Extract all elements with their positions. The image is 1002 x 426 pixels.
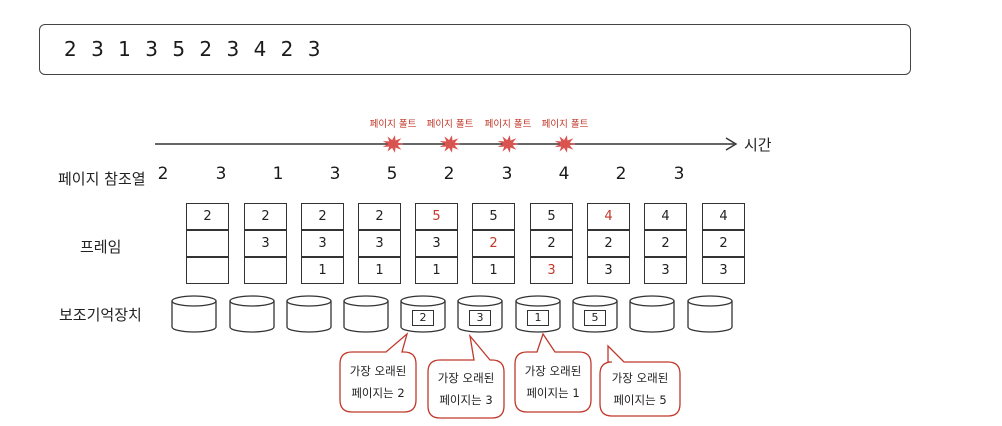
callout-bubble — [339, 332, 417, 413]
frame-cell: 3 — [301, 230, 344, 257]
frame-cell: 2 — [301, 203, 344, 230]
stored-page-value: 1 — [527, 310, 549, 326]
callout-line-2: 페이지는 5 — [613, 393, 667, 407]
frame-cell: 3 — [587, 257, 630, 284]
frame-cell: 5 — [530, 203, 573, 230]
reference-value: 3 — [329, 164, 341, 184]
page-fault-label: 페이지 폴트 — [426, 119, 474, 130]
frame-cell: 3 — [358, 230, 401, 257]
page-fault-burst — [382, 135, 404, 153]
frame-cell: 2 — [186, 203, 229, 230]
callout-bubble — [427, 333, 505, 419]
frame-cell: 4 — [644, 203, 687, 230]
row-label-reference: 페이지 참조열 — [58, 170, 146, 188]
callout-line-2: 페이지는 2 — [351, 386, 405, 400]
frame-cell: 2 — [530, 230, 573, 257]
frame-cell: 2 — [702, 230, 745, 257]
timeline-arrow — [155, 137, 738, 151]
page-fault-label: 페이지 폴트 — [484, 119, 532, 130]
frame-cell: 3 — [702, 257, 745, 284]
reference-string-box: 2 3 1 3 5 2 3 4 2 3 — [39, 24, 911, 75]
frame-cell: 3 — [530, 257, 573, 284]
frame-cell: 1 — [301, 257, 344, 284]
frame-cell: 4 — [702, 203, 745, 230]
callout-line-2: 페이지는 3 — [439, 393, 493, 407]
frame-cell: 5 — [472, 203, 515, 230]
callout-line-1: 가장 오래된 — [349, 364, 407, 378]
frame-cell: 2 — [472, 230, 515, 257]
row-label-storage: 보조기억장치 — [59, 306, 142, 324]
callout-bubble — [599, 344, 681, 417]
frame-cell: 5 — [415, 203, 458, 230]
page-fault-burst — [497, 135, 519, 153]
frame-cell: 3 — [415, 230, 458, 257]
storage-disk — [229, 295, 275, 333]
callout-line-2: 페이지는 1 — [526, 386, 580, 400]
frame-cell: 2 — [587, 230, 630, 257]
frame-cell: 2 — [358, 203, 401, 230]
reference-value: 4 — [558, 164, 570, 184]
frame-cell — [186, 257, 229, 284]
frame-cell: 1 — [415, 257, 458, 284]
stored-page-value: 2 — [412, 310, 434, 326]
page-fault-burst — [439, 135, 461, 153]
reference-value: 3 — [215, 164, 227, 184]
page-fault-burst — [554, 135, 576, 153]
storage-disk — [687, 295, 733, 333]
frame-cell: 1 — [358, 257, 401, 284]
reference-string-text: 2 3 1 3 5 2 3 4 2 3 — [64, 37, 325, 61]
page-fault-label: 페이지 폴트 — [541, 119, 589, 130]
storage-disk — [629, 295, 675, 333]
reference-value: 2 — [157, 164, 169, 184]
callout-bubble — [514, 332, 592, 413]
reference-value: 2 — [443, 164, 455, 184]
reference-value: 3 — [501, 164, 513, 184]
frame-cell: 3 — [244, 230, 287, 257]
row-label-frame: 프레임 — [80, 238, 122, 256]
page-fault-label: 페이지 폴트 — [369, 119, 417, 130]
stored-page-value: 3 — [469, 310, 491, 326]
frame-cell: 2 — [644, 230, 687, 257]
frame-cell — [186, 230, 229, 257]
callout-line-1: 가장 오래된 — [611, 371, 669, 385]
frame-cell: 3 — [644, 257, 687, 284]
frame-cell: 4 — [587, 203, 630, 230]
frame-column: 2 — [186, 203, 229, 284]
storage-disk — [286, 295, 332, 333]
reference-value: 2 — [615, 164, 627, 184]
time-axis-label: 시간 — [744, 136, 772, 154]
frame-cell: 1 — [472, 257, 515, 284]
reference-value: 3 — [673, 164, 685, 184]
frame-cell: 2 — [244, 203, 287, 230]
storage-disk — [343, 295, 389, 333]
frame-cell — [244, 257, 287, 284]
reference-value: 5 — [386, 164, 398, 184]
callout-line-1: 가장 오래된 — [437, 371, 495, 385]
storage-disk — [171, 295, 217, 333]
reference-value: 1 — [272, 164, 284, 184]
callout-line-1: 가장 오래된 — [524, 364, 582, 378]
stored-page-value: 5 — [584, 310, 606, 326]
